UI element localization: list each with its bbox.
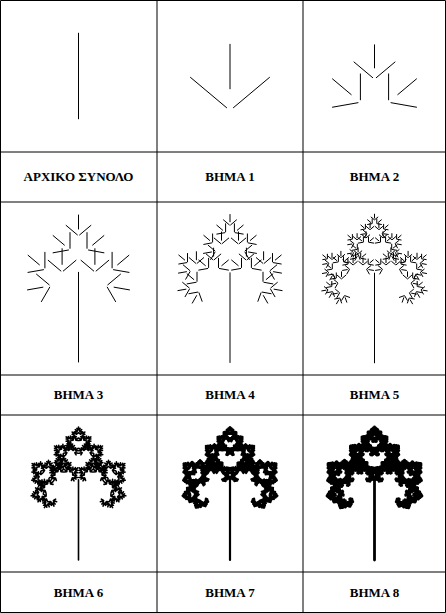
fractal-tree [78,33,79,119]
fractal-tree [333,45,417,107]
step-label: ΒΗΜΑ 6 [52,585,105,601]
fractal-tree [191,44,270,107]
step-cell: ΒΗΜΑ 4 [159,376,301,414]
step-cell: ΑΡΧΙΚΟ ΣΥΝΟΛΟ [2,153,155,201]
step-label: ΒΗΜΑ 5 [348,387,401,403]
fractal-tree [178,215,282,363]
step-label: ΒΗΜΑ 7 [203,585,256,601]
fractal-tree [322,214,427,363]
step-label: ΑΡΧΙΚΟ ΣΥΝΟΛΟ [22,169,136,185]
step-cell: ΒΗΜΑ 5 [305,376,444,414]
step-label: ΒΗΜΑ 2 [348,169,401,185]
fractal-tree [28,215,130,362]
step-cell: ΒΗΜΑ 7 [159,573,301,612]
step-cell: ΒΗΜΑ 3 [2,376,155,414]
step-label: ΒΗΜΑ 1 [203,169,256,185]
step-label: ΒΗΜΑ 4 [203,387,256,403]
fractal-tree [31,427,126,560]
step-label: ΒΗΜΑ 8 [348,585,401,601]
step-cell: ΒΗΜΑ 6 [2,573,155,612]
fractal-tree [327,427,422,560]
step-cell: ΒΗΜΑ 2 [305,153,444,201]
fractal-tree [183,427,278,560]
step-cell: ΒΗΜΑ 8 [305,573,444,612]
step-label: ΒΗΜΑ 3 [52,387,105,403]
step-cell: ΒΗΜΑ 1 [159,153,301,201]
